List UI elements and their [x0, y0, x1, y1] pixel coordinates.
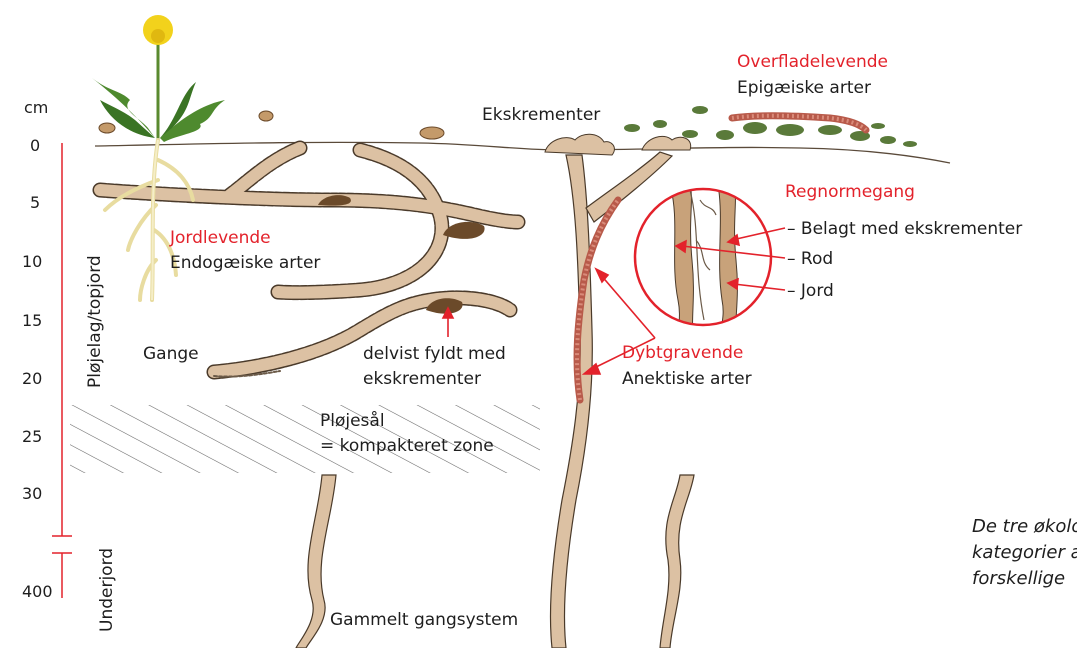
- old-burrow-label: Gammelt gangsystem: [330, 610, 518, 630]
- legend-item-root: – Rod: [787, 249, 833, 269]
- tick-label: 15: [22, 311, 42, 331]
- endogeic-subtitle: Endogæiske arter: [170, 253, 320, 273]
- partially-filled-label-2: ekskrementer: [363, 369, 481, 389]
- tick-label: 30: [22, 484, 42, 504]
- caption-line: De tre økologiske: [972, 514, 1077, 539]
- tick-label: 0: [30, 136, 40, 156]
- excrement-label: Ekskrementer: [482, 105, 600, 125]
- plough-pan-label-2: = kompakteret zone: [320, 436, 494, 456]
- zone-label-subsoil: Underjord: [97, 548, 117, 632]
- magnified-burrow: [635, 185, 771, 340]
- tick-label: 400: [22, 582, 53, 602]
- tick-label: 20: [22, 369, 42, 389]
- caption-line: forskellige: [972, 566, 1065, 591]
- epigeic-subtitle: Epigæiske arter: [737, 78, 871, 98]
- epigeic-title: Overfladelevende: [737, 52, 888, 72]
- tick-label: 5: [30, 193, 40, 213]
- tick-label: 25: [22, 427, 42, 447]
- zone-label-topsoil: Pløjelag/topjord: [85, 255, 105, 388]
- ground-surface-line: [95, 142, 950, 163]
- excrement-cast: [545, 134, 614, 155]
- endogeic-title: Jordlevende: [170, 228, 271, 248]
- plough-pan-label: Pløjesål: [320, 411, 385, 431]
- burrow-detail-title: Regnormegang: [785, 182, 915, 202]
- caption-line: kategorier af: [972, 540, 1077, 565]
- excrement-cast: [642, 136, 691, 150]
- partially-filled-label: delvist fyldt med: [363, 344, 506, 364]
- burrows-label: Gange: [143, 344, 199, 364]
- excrement-blob: [443, 222, 485, 239]
- legend-item-soil: – Jord: [787, 281, 834, 301]
- anecic-title: Dybtgravende: [622, 343, 743, 363]
- tick-label: 10: [22, 252, 42, 272]
- anecic-subtitle: Anektiske arter: [622, 369, 752, 389]
- scale-unit: cm: [24, 98, 48, 118]
- depth-scale: [52, 143, 72, 598]
- legend-item-excrement: – Belagt med ekskrementer: [787, 219, 1022, 239]
